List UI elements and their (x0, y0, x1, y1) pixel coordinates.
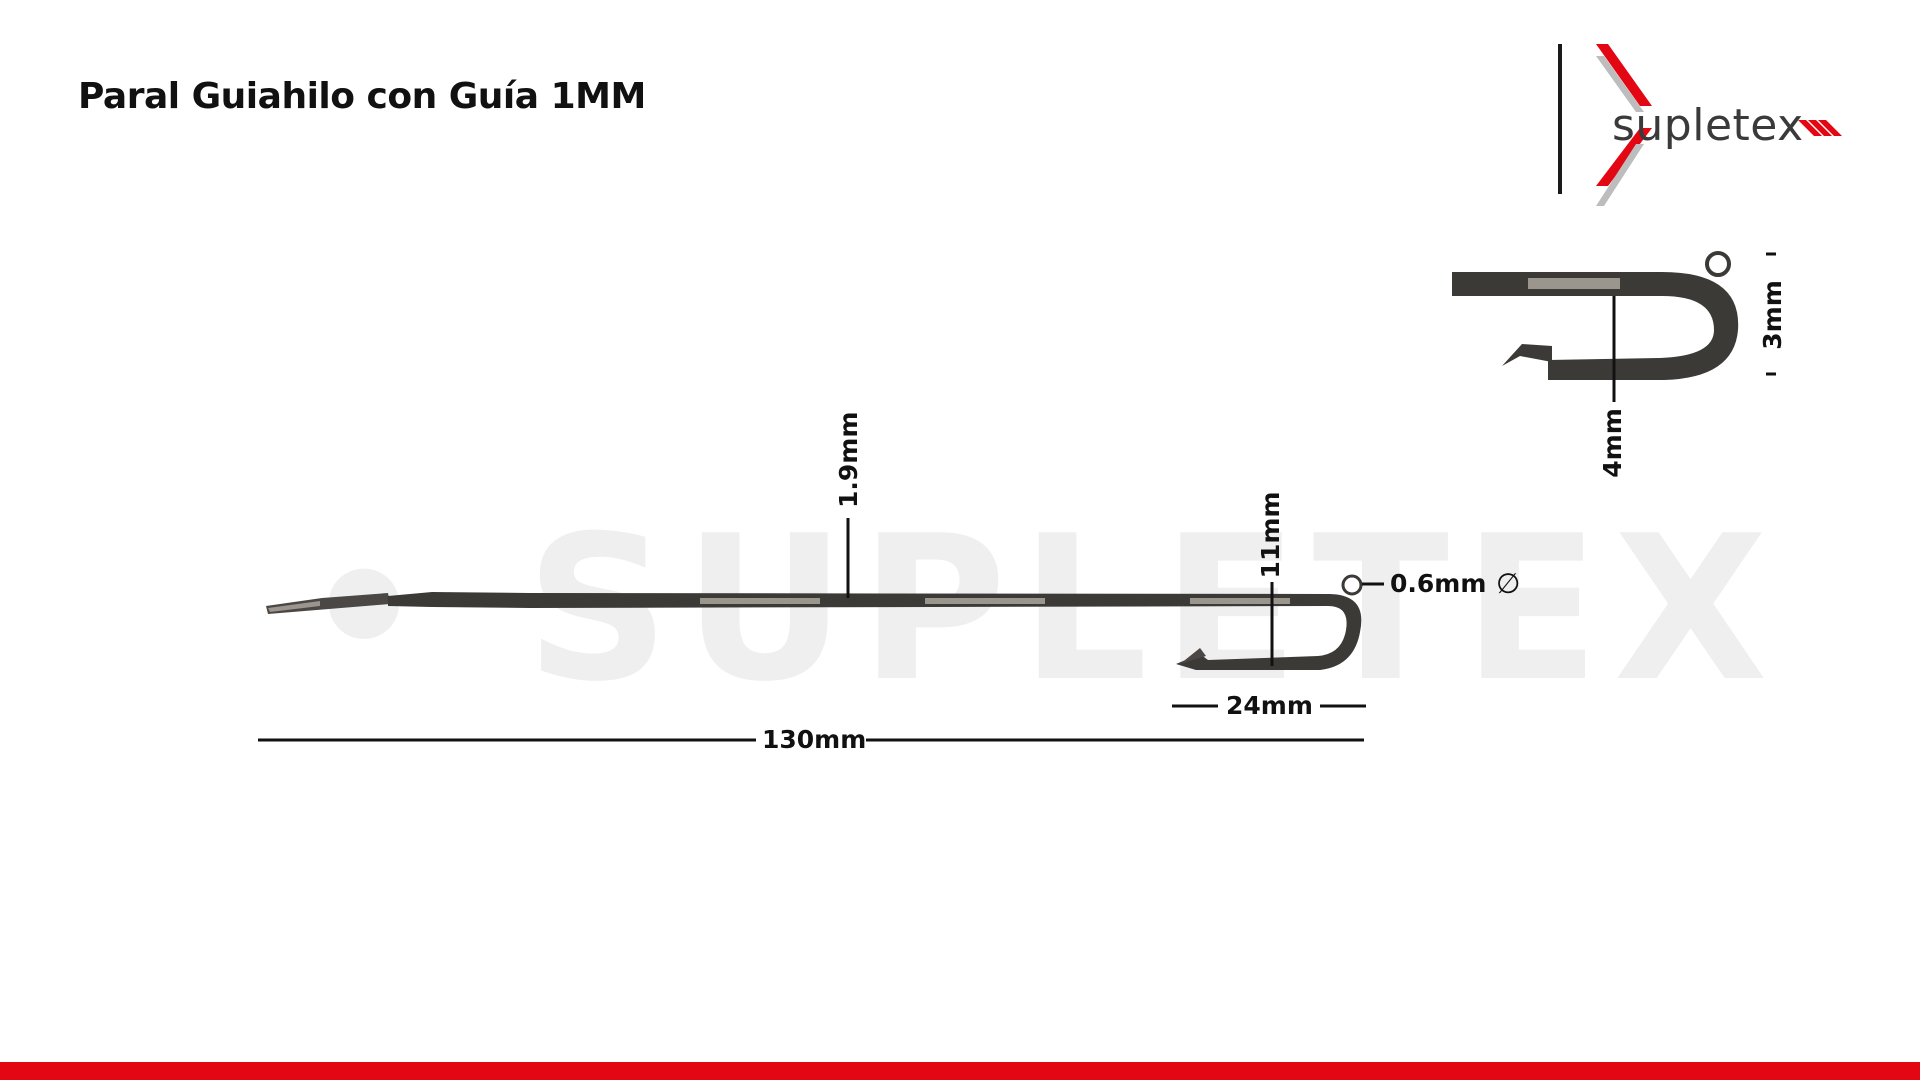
detail-view (1452, 251, 1776, 402)
needle-hook (1176, 594, 1362, 670)
dim-eye-diameter: 0.6mm (1390, 569, 1487, 598)
dim-detail-inner: 4mm (1598, 408, 1627, 478)
needle-eye (1341, 574, 1363, 596)
dim-width-top: 1.9mm (834, 411, 863, 508)
dim-total-length: 130mm (762, 725, 867, 754)
dim-detail-height: 3mm (1758, 280, 1787, 350)
logo-text: supletex (1612, 100, 1804, 151)
brand-logo: supletex (1540, 36, 1850, 216)
dim-hook-width: 24mm (1226, 691, 1313, 720)
needle-shaft (388, 592, 1330, 608)
needle-tip (266, 593, 390, 614)
diameter-symbol: ∅ (1496, 567, 1521, 600)
page-title: Paral Guiahilo con Guía 1MM (78, 76, 646, 117)
logo-graphic (1558, 44, 1842, 206)
dim-hook-height: 11mm (1256, 491, 1285, 579)
bottom-accent-bar (0, 1062, 1920, 1080)
